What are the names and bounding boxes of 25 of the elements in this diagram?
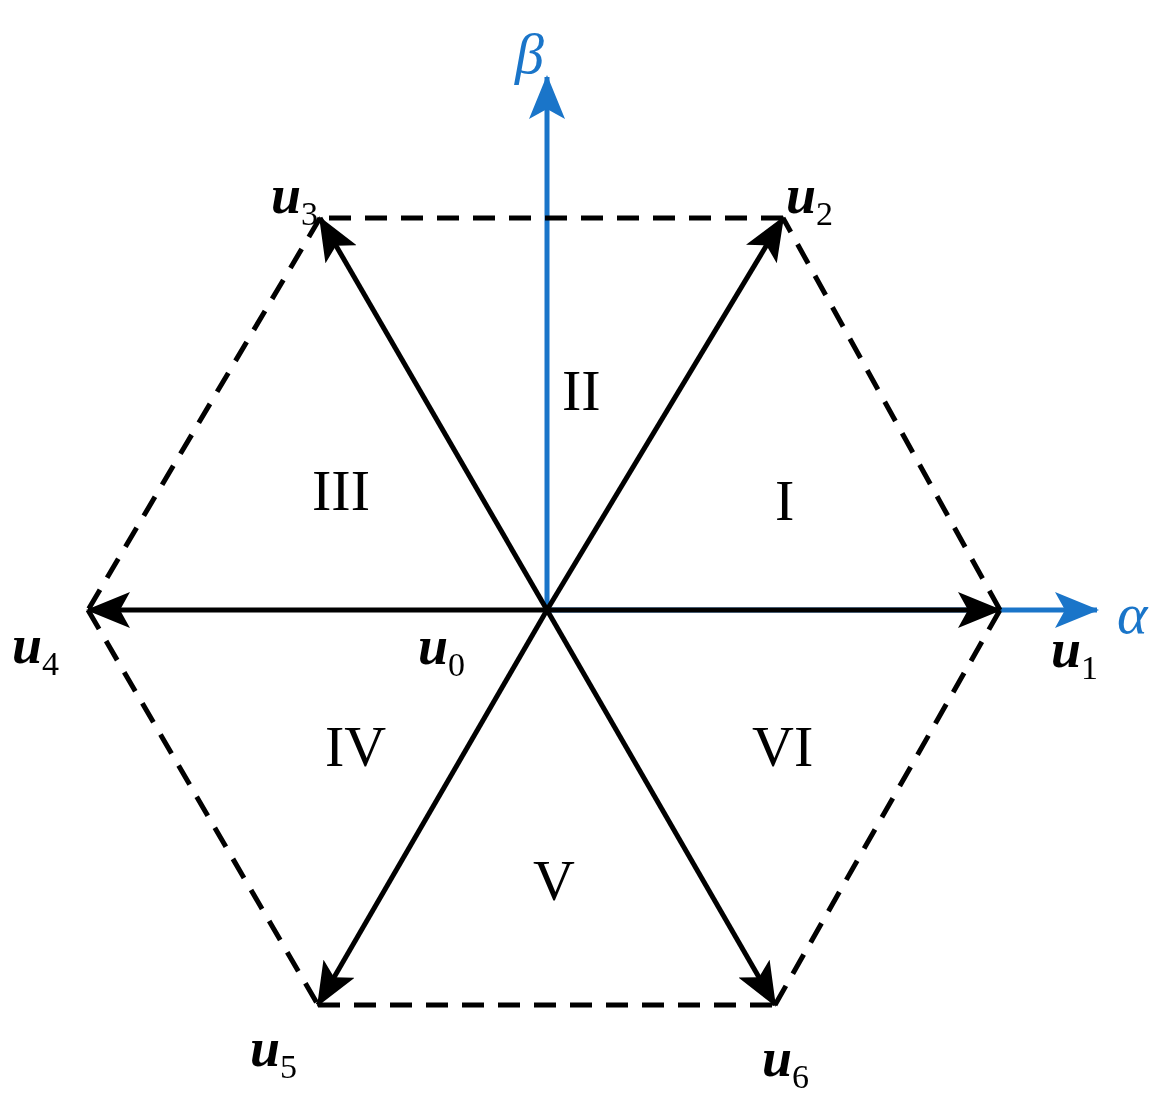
- axis-label: α: [1117, 585, 1148, 643]
- vector-arrow: [544, 608, 778, 1007]
- vector-arrow: [315, 608, 550, 1007]
- vector-arrow: [317, 216, 550, 612]
- dashed-line: [85, 216, 323, 612]
- dashed-line: [772, 608, 1003, 1007]
- sector-label: III: [312, 462, 370, 520]
- vector-arrow: [547, 592, 1002, 628]
- sector-label: VI: [752, 718, 814, 776]
- dashed-line: [780, 216, 1003, 612]
- vector-label: u$_{3}$: [240, 168, 318, 230]
- vector-label: u$_{2}$: [786, 168, 868, 230]
- axis-label: β: [515, 25, 544, 83]
- dashed-line: [318, 1002, 775, 1008]
- vector-label: u$_{6}$: [762, 1008, 842, 1094]
- sector-label: IV: [325, 718, 387, 776]
- vector-label: u$_{1}$: [1003, 613, 1098, 685]
- vector-label: u$_{4}$: [12, 613, 86, 681]
- sector-label: I: [775, 472, 795, 530]
- vector-label: u$_{5}$: [250, 1008, 330, 1084]
- vector-label: u$_{0}$: [418, 612, 549, 682]
- vector-arrow: [544, 216, 786, 612]
- sector-label: V: [533, 852, 575, 910]
- vector-arrow: [86, 592, 547, 628]
- sector-label: II: [562, 362, 601, 420]
